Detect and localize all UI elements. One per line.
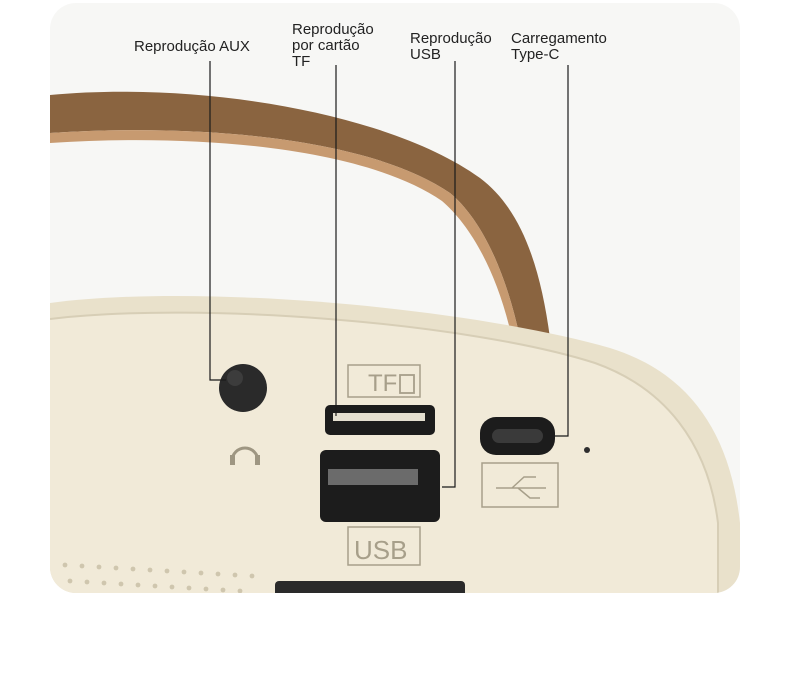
- usb-port: [320, 450, 440, 522]
- speaker-illustration: TF USB: [50, 61, 740, 593]
- aux-jack: [219, 364, 267, 412]
- display-window: [275, 581, 465, 593]
- panel-rim: [50, 311, 719, 593]
- callout-type-c: Carregamento Type-C: [511, 30, 607, 63]
- leader-line-type-c: [555, 65, 569, 437]
- headphone-icon-right: [255, 455, 260, 465]
- status-led: [584, 447, 590, 453]
- leather-strap: [50, 91, 550, 339]
- tf-marking: TF: [347, 364, 421, 398]
- tf-marking-label: TF: [368, 370, 397, 397]
- type-c-port-inner: [492, 429, 543, 443]
- headphone-icon-left: [230, 455, 235, 465]
- speaker-grille: [62, 562, 255, 593]
- aux-jack-shine: [227, 370, 243, 386]
- callout-tf: Reprodução por cartão TF: [292, 21, 374, 70]
- callout-aux: Reprodução AUX: [134, 38, 250, 55]
- sd-card-icon: [399, 374, 415, 394]
- product-photo: TF USB: [50, 3, 740, 593]
- leader-line-aux: [209, 61, 226, 381]
- usb-marking: USB: [347, 526, 421, 566]
- tf-card-slot-inner: [333, 413, 425, 421]
- usb-symbol-icon: [481, 462, 559, 508]
- callout-usb: Reprodução USB: [410, 30, 492, 63]
- leader-line-usb: [442, 61, 456, 488]
- usb-port-tongue: [328, 469, 418, 485]
- usb-marking-label: USB: [354, 535, 407, 565]
